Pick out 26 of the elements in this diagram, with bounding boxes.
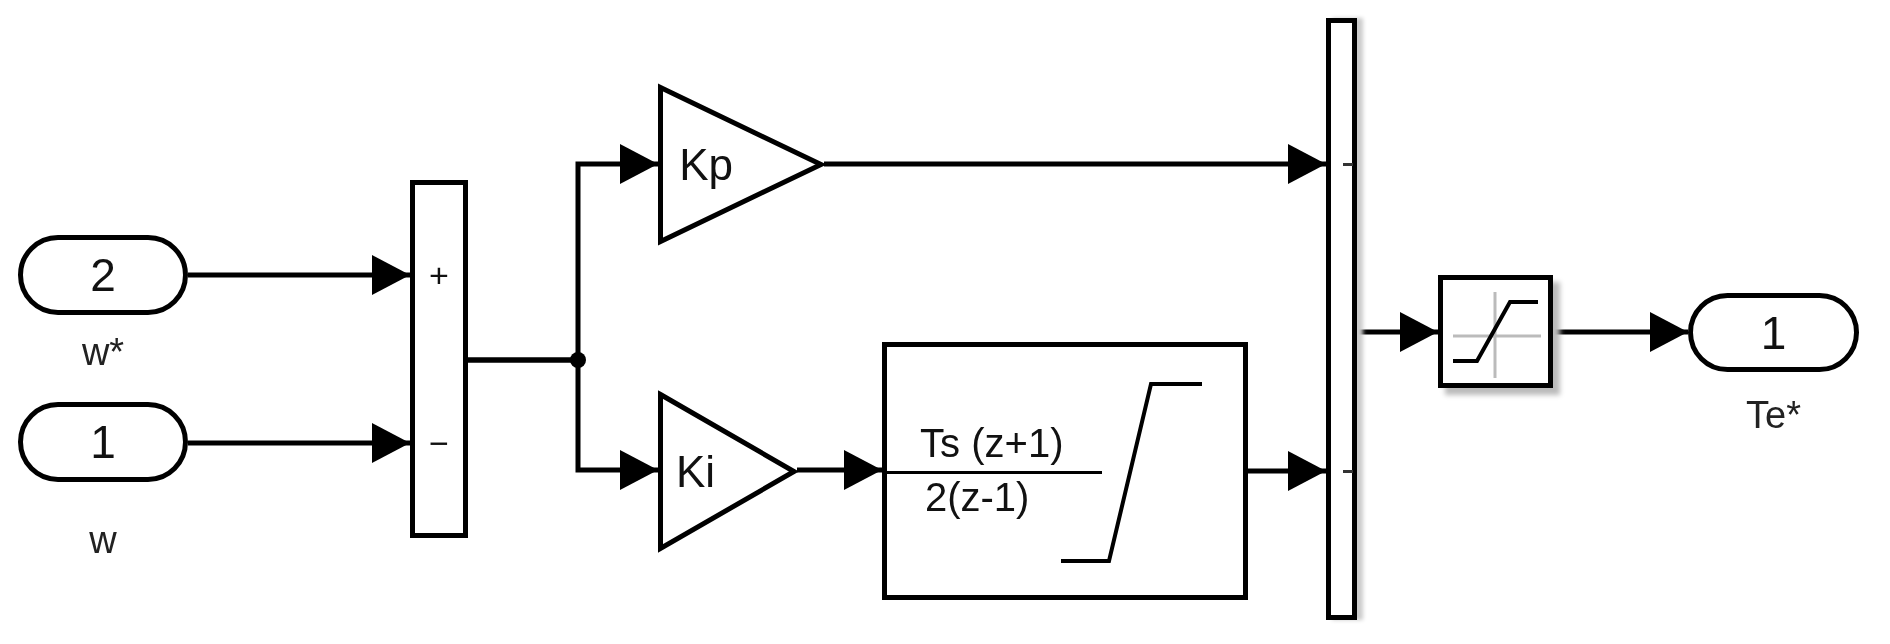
port-number: 1 <box>90 419 116 465</box>
signal-arrow <box>1553 312 1688 352</box>
sum-block <box>410 180 468 538</box>
sign-label: + <box>429 257 449 292</box>
signal-arrow <box>188 255 410 295</box>
signal-arrow <box>1357 312 1438 352</box>
gain-label: Kp <box>679 142 734 187</box>
port-number: 1 <box>1760 309 1787 356</box>
signal-arrow <box>1248 451 1326 491</box>
denominator-text: 2(z-1) <box>924 476 1030 517</box>
port-name: w <box>89 521 117 559</box>
signal-arrow <box>468 357 658 490</box>
gain-triangle <box>658 392 797 551</box>
saturation-block <box>1438 275 1553 388</box>
port-name: Te* <box>1746 396 1801 434</box>
signal-arrow <box>824 144 1326 184</box>
sign-label: − <box>429 426 449 461</box>
port-number: 2 <box>90 252 116 298</box>
numerator-text: Ts (z+1) <box>920 422 1064 463</box>
gain-label: Ki <box>675 449 716 494</box>
port-name: w* <box>81 333 125 371</box>
signal-arrow <box>188 423 410 463</box>
transfer-function-block <box>882 342 1248 600</box>
signal-arrow <box>797 450 882 490</box>
gain-triangle <box>658 85 824 244</box>
mux-bar <box>1326 18 1357 620</box>
